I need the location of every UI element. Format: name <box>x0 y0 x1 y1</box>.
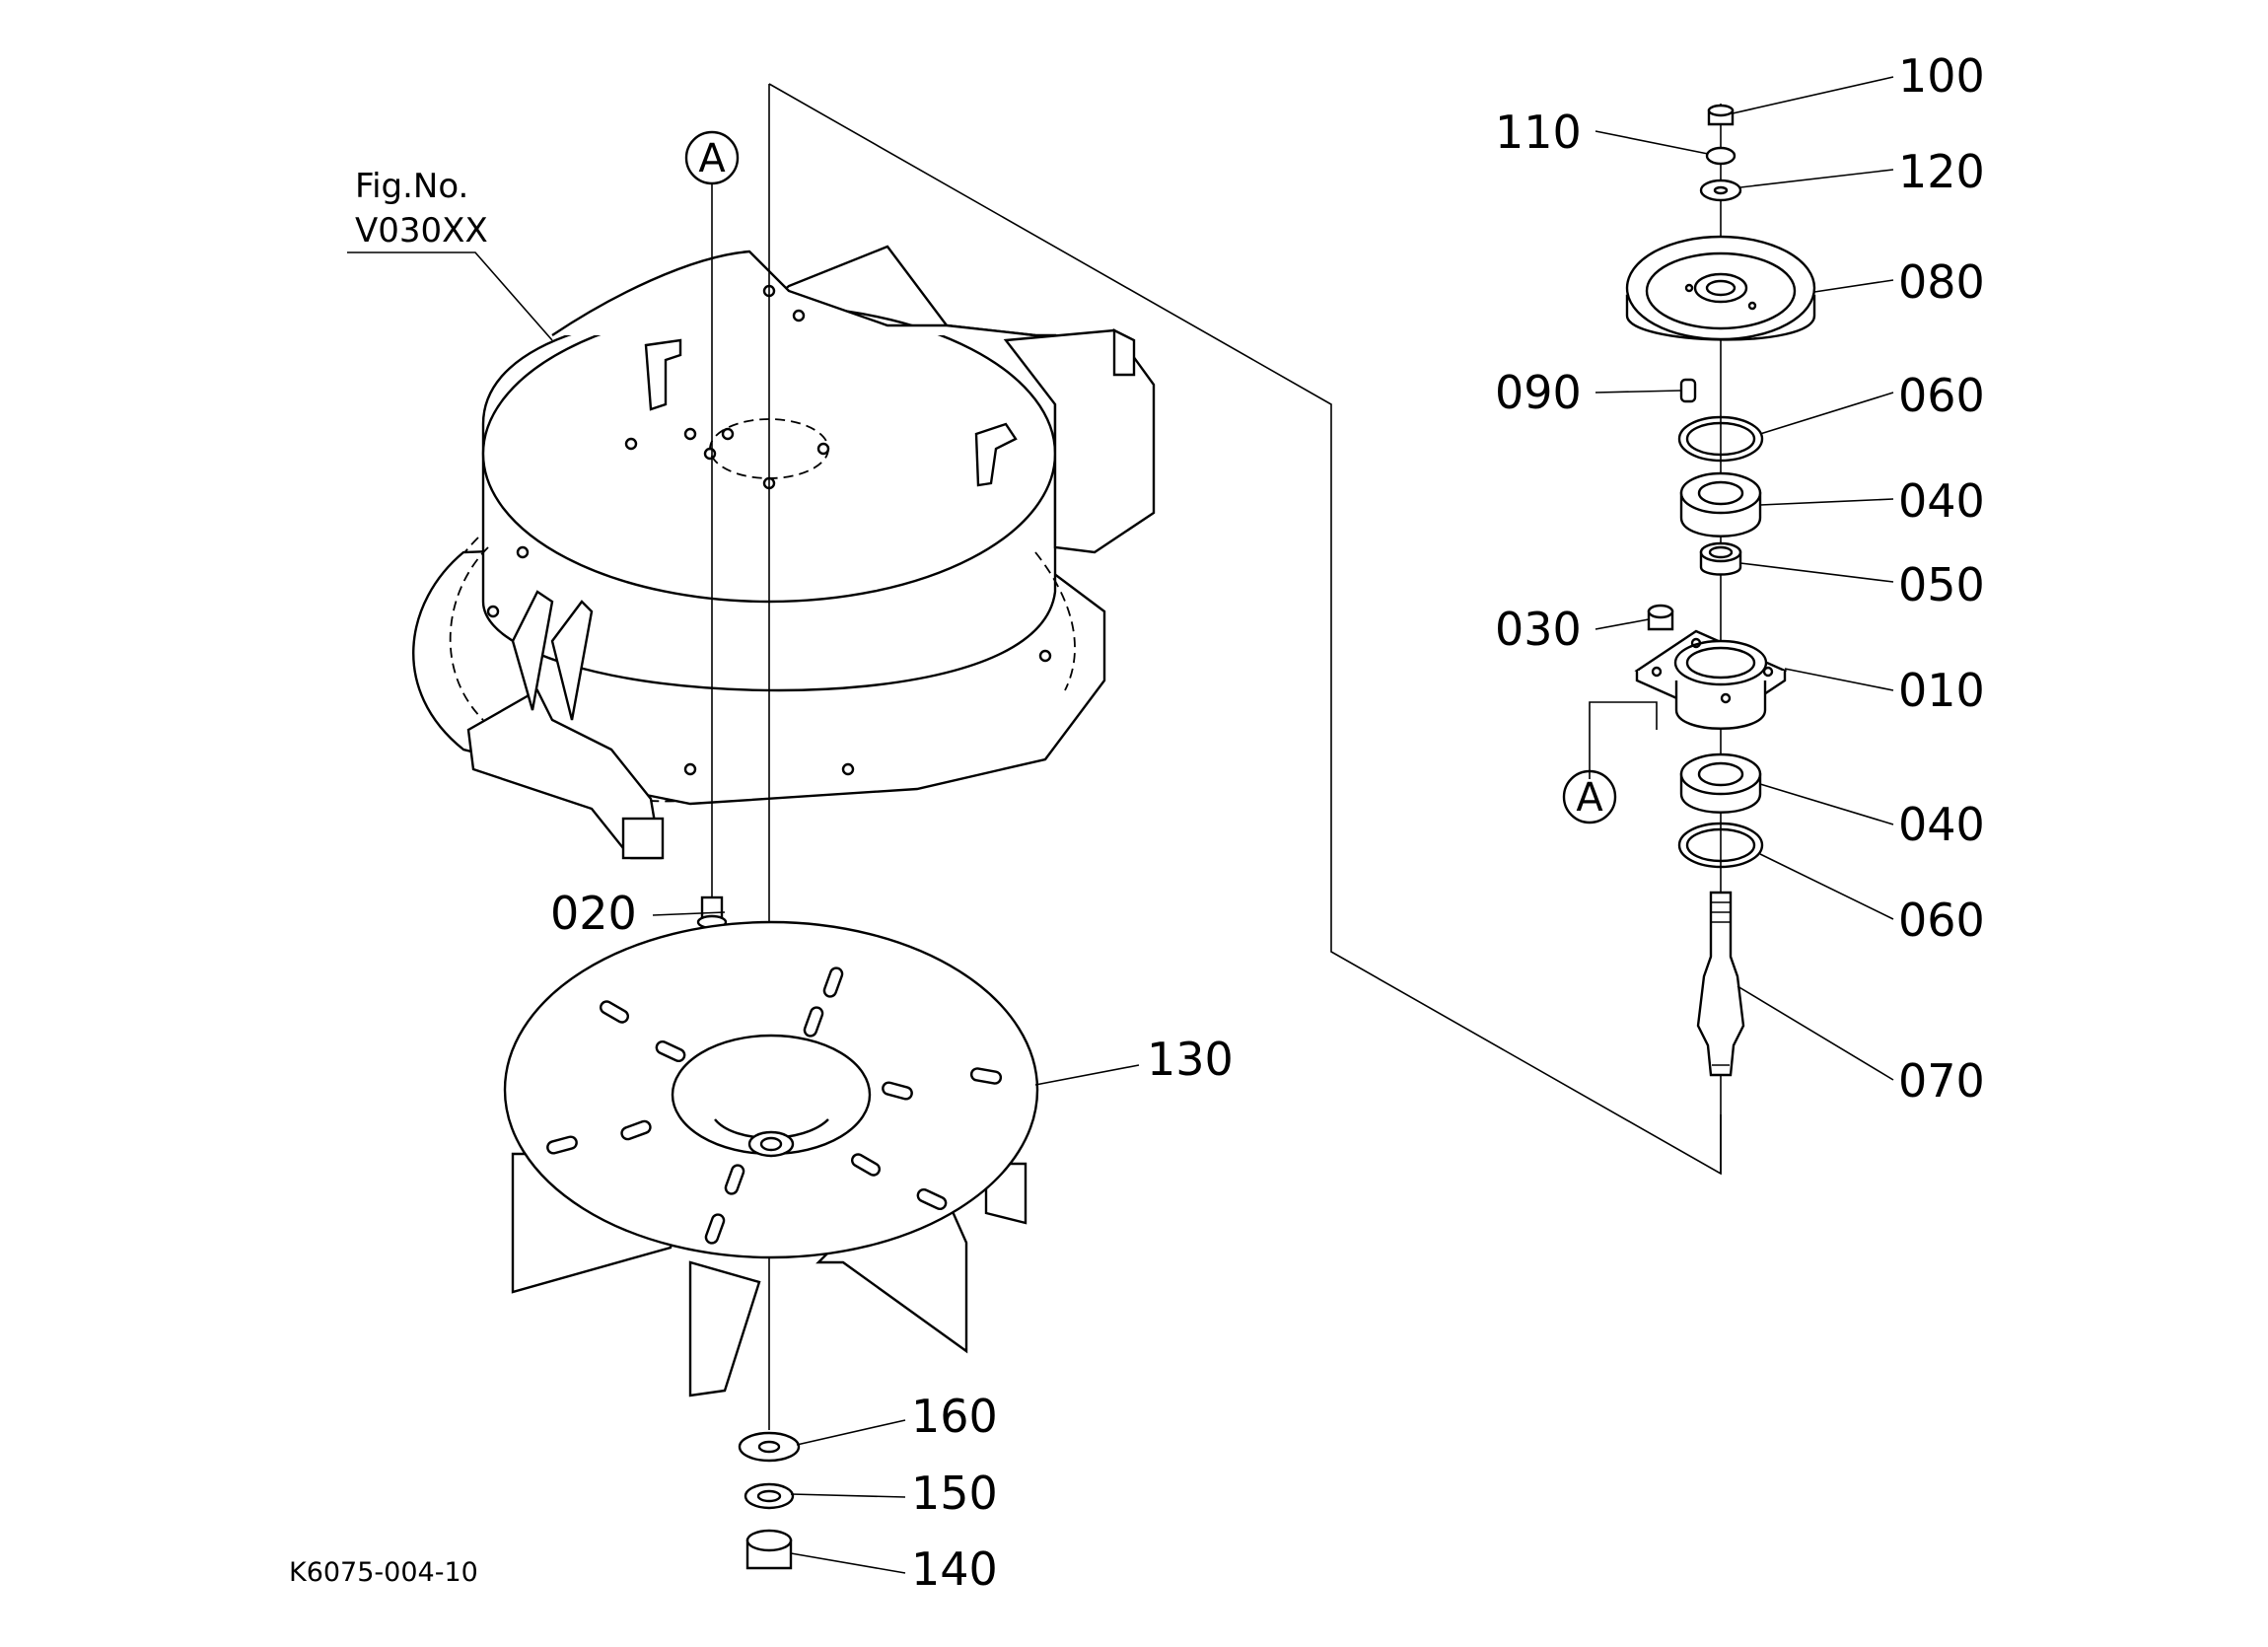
label-060-upper: 060 <box>1898 369 1985 422</box>
label-110: 110 <box>1495 106 1582 159</box>
part-040-bearing-upper <box>1679 471 1762 537</box>
part-010-bearing-housing <box>1634 629 1788 730</box>
leaders <box>652 76 1894 1574</box>
label-140: 140 <box>911 1542 998 1596</box>
part-labels: 020 130 160 150 140 100 110 120 080 090 … <box>550 49 1985 1596</box>
part-090-key <box>1679 378 1697 403</box>
label-100: 100 <box>1898 49 1985 103</box>
drawing-id: K6075-004-10 <box>289 1557 478 1588</box>
datum-a-right-leader <box>1589 701 1658 779</box>
label-150: 150 <box>911 1467 998 1520</box>
label-040-upper: 040 <box>1898 474 1985 528</box>
label-030: 030 <box>1495 603 1582 656</box>
part-080-pulley <box>1625 235 1816 341</box>
part-150-lock-washer <box>744 1482 795 1510</box>
fig-ref-leader <box>347 251 553 341</box>
label-130: 130 <box>1147 1033 1234 1086</box>
part-040-bearing-lower <box>1679 752 1762 814</box>
label-160: 160 <box>911 1390 998 1443</box>
label-050: 050 <box>1898 558 1985 611</box>
part-140-nut <box>745 1529 793 1570</box>
svg-text:A: A <box>698 136 726 181</box>
label-120: 120 <box>1898 145 1985 198</box>
part-050-spacer <box>1699 541 1742 576</box>
part-060-snap-ring-upper <box>1677 415 1764 463</box>
part-130-impeller <box>503 920 1039 1397</box>
part-100-nut <box>1707 104 1735 126</box>
part-120-washer <box>1699 179 1742 202</box>
label-070: 070 <box>1898 1054 1985 1108</box>
part-060-snap-ring-lower <box>1677 822 1764 869</box>
label-080: 080 <box>1898 255 1985 309</box>
blower-housing <box>412 245 1156 860</box>
fig-ref-label: Fig.No. <box>355 167 468 206</box>
svg-text:A: A <box>1576 775 1603 821</box>
part-110-lock-washer <box>1705 146 1736 166</box>
label-020: 020 <box>550 887 637 940</box>
fig-ref-code: V030XX <box>355 211 488 251</box>
label-040-lower: 040 <box>1898 798 1985 851</box>
label-060-lower: 060 <box>1898 894 1985 947</box>
label-090: 090 <box>1495 366 1582 419</box>
datum-a-right: A <box>1562 769 1617 824</box>
datum-a-left: A <box>684 130 740 185</box>
part-070-shaft <box>1696 891 1745 1077</box>
label-010: 010 <box>1898 664 1985 717</box>
part-030-nut <box>1647 604 1674 631</box>
part-160-washer <box>738 1431 801 1463</box>
